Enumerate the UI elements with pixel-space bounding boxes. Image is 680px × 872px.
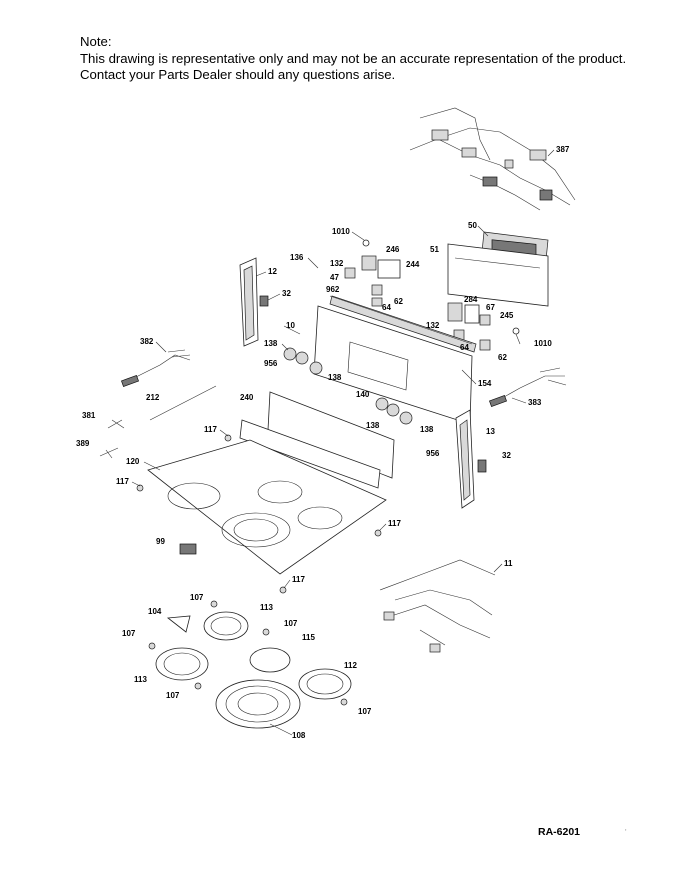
callout: 117: [292, 575, 305, 584]
callout: 32: [502, 451, 511, 460]
rear-panel: [239, 391, 395, 489]
callout: 99: [156, 537, 165, 546]
callout: 117: [204, 425, 217, 434]
callout: 13: [486, 427, 495, 436]
callout: 107: [284, 619, 298, 628]
main-wire-harness: [379, 559, 496, 653]
callout: 138: [420, 425, 434, 434]
callout: 108: [292, 731, 306, 740]
callout: 107: [190, 593, 204, 602]
callout: 113: [260, 603, 273, 612]
callout: 132: [426, 321, 440, 330]
glass-cooktop: [136, 434, 387, 594]
callout: 47: [330, 273, 339, 282]
callout: 120: [126, 457, 140, 466]
callout: 956: [264, 359, 278, 368]
note-heading: Note:: [80, 34, 112, 49]
callout: 62: [394, 297, 403, 306]
control-board: [447, 231, 549, 307]
control-knobs: [283, 347, 413, 425]
note-line-2: Contact your Parts Dealer should any que…: [80, 67, 396, 82]
callout: 67: [486, 303, 495, 312]
callout: 381: [82, 411, 96, 420]
note-line-1: This drawing is representative only and …: [80, 50, 627, 66]
callout: 112: [344, 661, 357, 670]
callout: 1010: [534, 339, 552, 348]
callout: 956: [426, 449, 440, 458]
callout: 382: [140, 337, 154, 346]
callout: 140: [356, 390, 370, 399]
leader-lines: [131, 149, 555, 736]
switch-components: [344, 239, 520, 351]
callout: 132: [330, 259, 344, 268]
wire-harness-left: [121, 349, 191, 388]
callout: 246: [386, 245, 400, 254]
callout: 51: [430, 245, 439, 254]
callout: 138: [328, 373, 342, 382]
heating-elements: [148, 600, 352, 729]
side-bracket-right: [455, 409, 487, 509]
callout: 107: [358, 707, 372, 716]
callout: 138: [264, 339, 278, 348]
callout: 389: [76, 439, 90, 448]
side-bracket-left: [239, 257, 269, 347]
callout: 104: [148, 607, 162, 616]
callout: 212: [146, 393, 160, 402]
callout: 117: [388, 519, 401, 528]
wire-harness-right: [489, 367, 567, 408]
callout: 1010: [332, 227, 350, 236]
callout: 138: [366, 421, 380, 430]
clip-part: [179, 543, 197, 555]
callout: 12: [268, 267, 277, 276]
callout: 50: [468, 221, 477, 230]
callout: 244: [406, 260, 420, 269]
wire-harness-top: [409, 107, 576, 211]
callout: 107: [166, 691, 180, 700]
diagram-reference-code: RA-6201: [538, 826, 581, 838]
callout: 64: [382, 303, 391, 312]
disclaimer-note: Note: This drawing is representative onl…: [80, 34, 626, 84]
callout-labels: 387 50 1010 246 51 244 136 132 12 47 962…: [76, 145, 570, 740]
callout: 113: [134, 675, 147, 684]
callout: 62: [498, 353, 507, 362]
callout: 107: [122, 629, 136, 638]
callout: 136: [290, 253, 304, 262]
corner-mark: ': [625, 828, 627, 837]
small-parts-left: [99, 419, 125, 459]
callout: 387: [556, 145, 570, 154]
callout: 383: [528, 398, 542, 407]
callout: 32: [282, 289, 291, 298]
callout: 245: [500, 311, 514, 320]
callout: 10: [286, 321, 295, 330]
callout: 11: [504, 559, 513, 568]
callout: 154: [478, 379, 492, 388]
callout: 284: [464, 295, 478, 304]
rod: [149, 385, 217, 421]
callout: 64: [460, 343, 469, 352]
callout: 115: [302, 633, 315, 642]
callout: 117: [116, 477, 129, 486]
callout: 962: [326, 285, 340, 294]
callout: 240: [240, 393, 254, 402]
